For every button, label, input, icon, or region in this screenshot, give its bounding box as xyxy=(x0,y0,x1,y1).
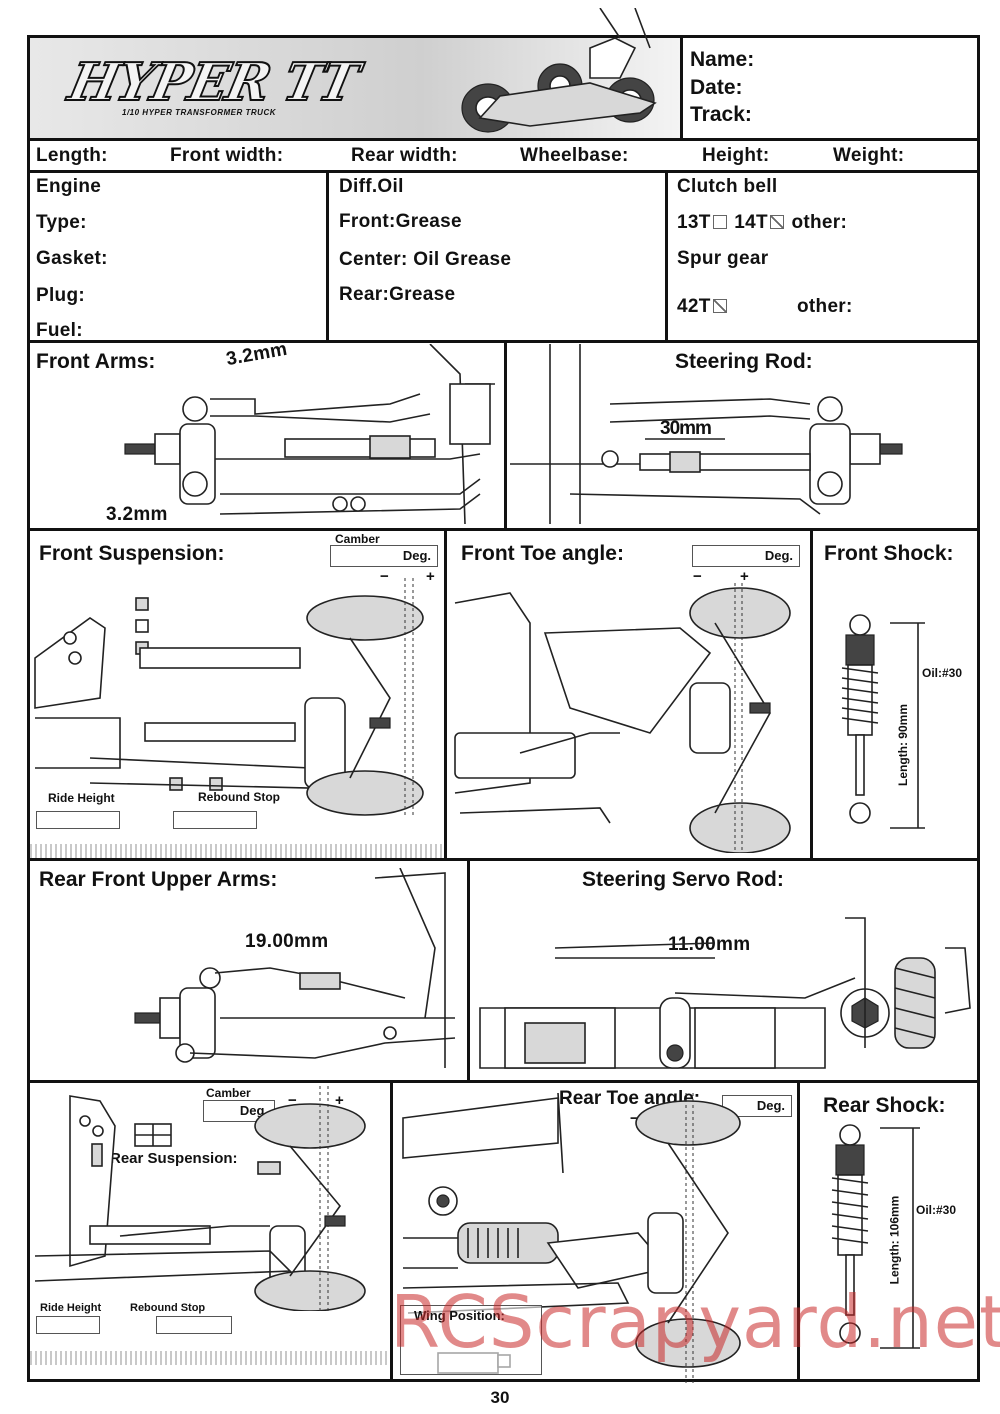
divider xyxy=(444,530,447,860)
divider xyxy=(665,172,668,342)
rear-camber-label: Camber xyxy=(206,1086,251,1100)
divider xyxy=(390,1082,393,1382)
front-shock-length: Length: 90mm xyxy=(896,703,911,787)
watermark: RCScrapyard.net xyxy=(390,1280,1000,1364)
divider xyxy=(504,342,507,530)
spur-42t-option: 42T xyxy=(677,296,729,318)
front-width-label: Front width: xyxy=(170,145,284,166)
wing-position-box xyxy=(400,1305,542,1375)
setup-sheet: HYPER TT 1/10 HYPER TRANSFORMER TRUCK Na… xyxy=(27,8,980,1383)
front-toe-plus: + xyxy=(740,568,749,585)
rear-ride-height-label: Ride Height xyxy=(40,1302,102,1314)
divider xyxy=(797,1082,800,1382)
checkbox-42t[interactable] xyxy=(712,299,727,313)
engine-gasket-label: Gasket: xyxy=(36,248,108,269)
steering-rod-dim: 30mm xyxy=(660,418,712,439)
diff-front-label: Front:Grease xyxy=(339,211,462,232)
divider xyxy=(30,528,977,531)
divider xyxy=(680,38,683,140)
ground-hatch xyxy=(30,1351,388,1365)
divider xyxy=(30,138,977,141)
rear-rebound-stop-label: Rebound Stop xyxy=(130,1302,206,1314)
divider xyxy=(30,340,977,343)
logo-subtitle: 1/10 HYPER TRANSFORMER TRUCK xyxy=(122,108,277,117)
divider xyxy=(30,858,977,861)
engine-plug-label: Plug: xyxy=(36,285,85,306)
front-arms-diagram xyxy=(124,344,495,524)
engine-fuel-label: Fuel: xyxy=(36,320,83,341)
front-toe-deg-field[interactable]: Deg. xyxy=(692,545,800,567)
rear-width-label: Rear width: xyxy=(351,145,458,166)
rear-suspension-diagram xyxy=(34,1086,366,1311)
steering-rod-title: Steering Rod: xyxy=(675,350,813,373)
front-camber-label: Camber xyxy=(335,532,380,546)
ground-hatch xyxy=(30,844,442,858)
divider xyxy=(30,170,977,173)
rear-camber-plus: + xyxy=(335,1092,344,1109)
front-rebound-stop-field[interactable] xyxy=(173,811,257,829)
front-ride-height-field[interactable] xyxy=(36,811,120,829)
steering-servo-rod-title: Steering Servo Rod: xyxy=(582,868,784,891)
weight-label: Weight: xyxy=(833,145,905,166)
diff-center-label: Center: Oil Grease xyxy=(339,249,512,270)
rear-camber-deg-field[interactable]: Deg. xyxy=(203,1100,275,1122)
spur-gear-title: Spur gear xyxy=(677,248,769,269)
height-label: Height: xyxy=(702,145,770,166)
rear-toe-diagram xyxy=(402,1093,741,1383)
clutch-options: 13T 14T other: xyxy=(677,212,848,233)
rear-shock-length: Length: 106mm xyxy=(887,1195,902,1285)
front-suspension-diagram xyxy=(34,578,424,818)
front-toe-diagram xyxy=(454,583,791,853)
rear-toe-deg-field[interactable]: Deg. xyxy=(722,1095,792,1117)
front-shock-oil: Oil:#30 xyxy=(922,666,963,680)
hyper-tt-logo: HYPER TT xyxy=(63,51,364,114)
front-camber-plus: + xyxy=(426,568,435,585)
wing-position-label: Wing Position: xyxy=(414,1308,505,1323)
front-toe-title: Front Toe angle: xyxy=(461,542,624,565)
rear-front-upper-arms-title: Rear Front Upper Arms: xyxy=(39,868,278,891)
front-rebound-stop-label: Rebound Stop xyxy=(198,790,280,804)
rear-toe-minus: − xyxy=(630,1110,639,1127)
front-arms-dim-bottom: 3.2mm xyxy=(106,504,168,525)
front-suspension-title: Front Suspension: xyxy=(39,542,225,565)
page-number: 30 xyxy=(490,1388,510,1407)
checkbox-14t[interactable] xyxy=(769,215,784,229)
front-toe-minus: − xyxy=(693,568,702,585)
front-shock-diagram xyxy=(841,614,925,829)
engine-title: Engine xyxy=(36,176,102,197)
name-label: Name: xyxy=(690,48,755,71)
rear-ride-height-field[interactable] xyxy=(36,1316,100,1334)
rear-camber-minus: − xyxy=(288,1092,297,1109)
divider xyxy=(30,1080,977,1083)
front-ride-height-label: Ride Height xyxy=(48,791,115,805)
steering-rod-diagram xyxy=(510,344,903,524)
steering-servo-rod-diagram xyxy=(479,917,971,1069)
upper-arms-dim: 19.00mm xyxy=(245,931,329,952)
rear-front-upper-arms-diagram xyxy=(134,868,456,1068)
servo-rod-dim: 11.00mm xyxy=(668,934,751,955)
front-arms-title: Front Arms: xyxy=(36,350,156,373)
rear-suspension-title: Rear Suspension: xyxy=(110,1150,238,1167)
clutch-bell-title: Clutch bell xyxy=(677,176,778,197)
divider xyxy=(810,530,813,860)
divider xyxy=(467,860,470,1082)
engine-type-label: Type: xyxy=(36,212,87,233)
wheelbase-label: Wheelbase: xyxy=(520,145,629,166)
checkbox-13t[interactable] xyxy=(712,215,727,229)
rear-shock-oil: Oil:#30 xyxy=(916,1203,957,1217)
spur-other-label: other: xyxy=(797,296,853,317)
truck-illustration xyxy=(461,8,657,133)
rear-rebound-stop-field[interactable] xyxy=(156,1316,232,1334)
front-camber-minus: − xyxy=(380,568,389,585)
front-camber-deg-field[interactable]: Deg. xyxy=(330,545,438,567)
date-label: Date: xyxy=(690,76,743,99)
diff-rear-label: Rear:Grease xyxy=(339,284,456,305)
front-shock-title: Front Shock: xyxy=(824,542,954,565)
divider xyxy=(326,172,329,342)
diff-oil-title: Diff.Oil xyxy=(339,176,404,197)
rear-shock-title: Rear Shock: xyxy=(823,1094,946,1117)
length-label: Length: xyxy=(36,145,108,166)
rear-shock-diagram xyxy=(831,1124,920,1349)
track-label: Track: xyxy=(690,103,752,126)
